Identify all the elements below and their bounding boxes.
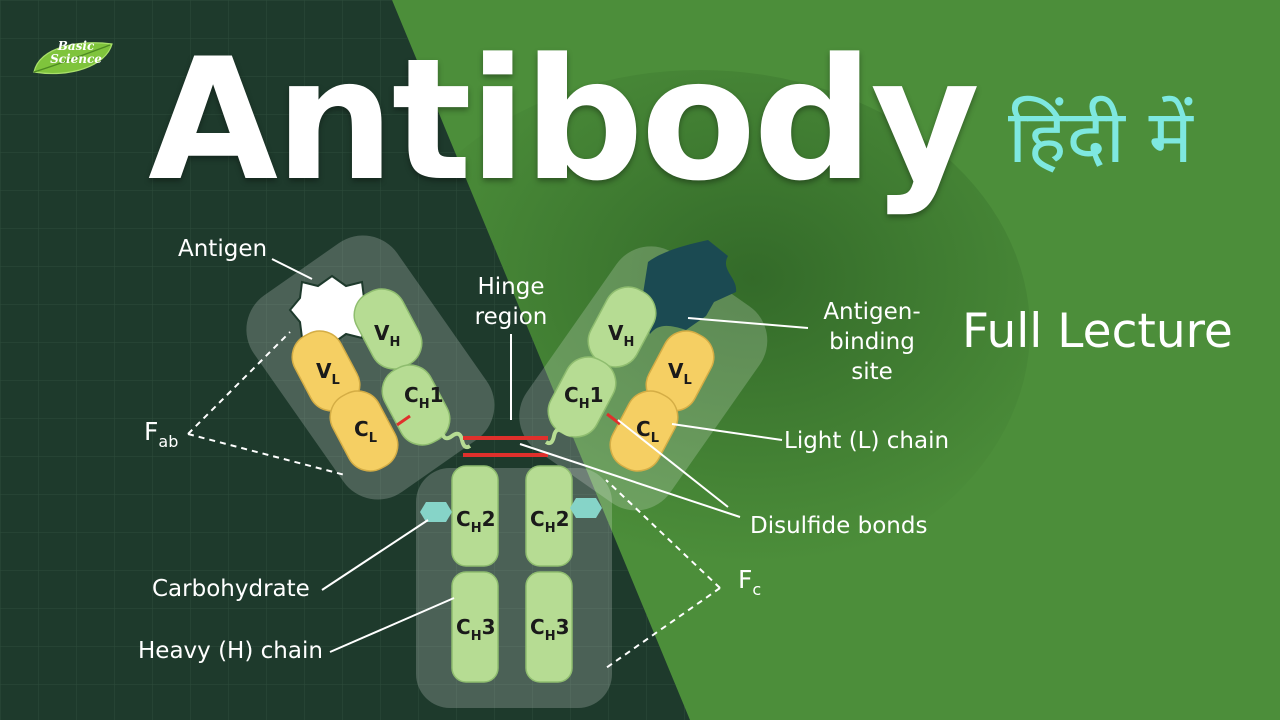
ch2-domain-right xyxy=(525,465,573,567)
vh-label-left: VH xyxy=(374,321,400,350)
cl-label-right: CL xyxy=(636,417,659,446)
hinge-region-label: Hinge region xyxy=(474,274,548,330)
vl-label-left: VL xyxy=(316,359,340,388)
page-title: Antibody xyxy=(148,22,980,218)
ch2-label-right: CH2 xyxy=(530,507,570,536)
vl-label-right: VL xyxy=(668,359,692,388)
vh-label-right: VH xyxy=(608,321,634,350)
ch1-label-left: CH1 xyxy=(404,383,444,412)
disulfide-bond-right xyxy=(606,412,621,426)
cl-label-left: CL xyxy=(354,417,377,446)
fc-label: Fc xyxy=(738,565,761,599)
fab-label: Fab xyxy=(144,417,178,451)
disulfide-bond-left xyxy=(396,414,411,427)
ch3-label-right: CH3 xyxy=(530,615,570,644)
hinge-left-squiggle xyxy=(430,423,472,450)
antigen-binding-site-icon xyxy=(642,240,737,334)
light-chain-label: Light (L) chain xyxy=(784,428,950,454)
carbohydrate-label: Carbohydrate xyxy=(152,576,310,602)
heavy-chain-label: Heavy (H) chain xyxy=(138,638,323,664)
leaf-logo-icon xyxy=(33,42,113,75)
ch1-label-right: CH1 xyxy=(564,383,604,412)
logo-text: Basic Science xyxy=(50,39,102,66)
disulfide-bonds-label: Disulfide bonds xyxy=(750,513,928,539)
carbohydrate-right-icon xyxy=(570,498,602,518)
antigen-binding-site-label: Antigen-binding site xyxy=(823,299,921,385)
cl-domain-left xyxy=(329,390,399,472)
ch2-domain-left xyxy=(451,465,499,567)
antigen-label: Antigen xyxy=(178,236,268,262)
ch3-domain-left xyxy=(451,571,499,683)
hinge-right-squiggle xyxy=(544,419,586,446)
ch3-label-left: CH3 xyxy=(456,615,496,644)
hindi-subtitle: हिंदी में xyxy=(1008,94,1193,180)
full-lecture-label: Full Lecture xyxy=(962,304,1233,359)
cl-domain-right xyxy=(609,390,679,472)
ch3-domain-right xyxy=(525,571,573,683)
ch2-label-left: CH2 xyxy=(456,507,496,536)
carbohydrate-left-icon xyxy=(420,502,452,522)
